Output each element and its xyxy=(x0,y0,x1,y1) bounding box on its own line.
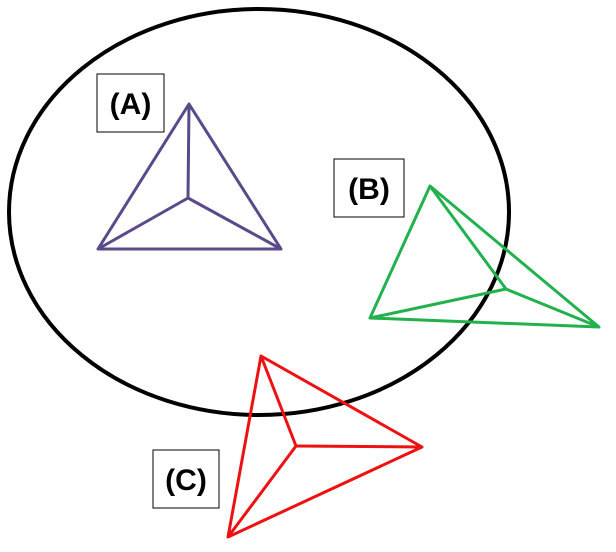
shape-a-spoke-top xyxy=(186,103,191,199)
shape-b-spoke-top xyxy=(428,185,508,290)
label-a-text: (A) xyxy=(110,88,152,121)
enclosing-ellipse xyxy=(7,7,511,417)
shape-a xyxy=(96,102,283,251)
label-a-box xyxy=(96,73,165,133)
shape-c-spoke-left xyxy=(226,445,298,538)
shape-b-spoke-left xyxy=(369,287,507,320)
shape-c xyxy=(226,354,424,539)
shape-a-spoke-left xyxy=(97,196,189,251)
label-b-box xyxy=(333,158,405,218)
shape-b xyxy=(368,184,601,329)
label-c-text: (C) xyxy=(165,464,207,497)
shape-a-spoke-right xyxy=(187,196,282,251)
shape-a-outline xyxy=(96,102,283,251)
shape-b-spoke-right xyxy=(505,287,600,329)
shape-c-spoke-top xyxy=(259,355,298,447)
shape-c-spoke-right xyxy=(295,444,423,449)
shape-b-outline xyxy=(368,184,601,329)
shape-c-outline xyxy=(226,354,424,539)
label-b: (B) xyxy=(333,158,405,218)
label-c-box xyxy=(152,449,220,509)
label-b-text: (B) xyxy=(348,173,390,206)
label-a: (A) xyxy=(96,73,165,133)
label-c: (C) xyxy=(152,449,220,509)
